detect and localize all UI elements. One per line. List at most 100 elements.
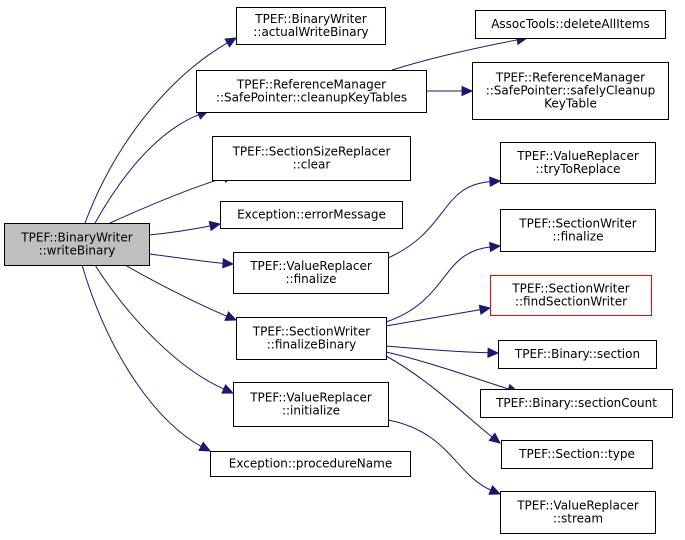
edge-arrowhead	[198, 441, 212, 452]
node-label-line: TPEF::ValueReplacer	[516, 499, 639, 513]
node-label-line: AssocTools::deleteAllItems	[491, 17, 650, 31]
node-writeBinary[interactable]: TPEF::BinaryWriter::writeBinary	[4, 223, 150, 266]
edge-arrowhead	[478, 304, 492, 315]
node-label-line: TPEF::ValueReplacer	[249, 259, 372, 273]
node-box	[501, 440, 653, 469]
edge-writeBinary-to-finalizeBinary	[124, 264, 238, 321]
edge-line	[385, 351, 510, 390]
node-box	[236, 317, 387, 360]
node-box	[196, 70, 427, 113]
node-box	[212, 136, 411, 181]
edge-finalizeBinary-to-binarySection	[385, 345, 500, 358]
edges-layer	[81, 34, 529, 495]
node-sectionSizeClear[interactable]: TPEF::SectionSizeReplacer::clear	[212, 136, 411, 181]
edge-arrowhead	[488, 432, 501, 444]
edge-line	[387, 419, 492, 491]
edge-cleanupKeyTables-to-safelyCleanupKeyTable	[426, 85, 474, 97]
edge-finalizeBinary-to-findSectionWriter	[385, 304, 492, 327]
node-label-line: TPEF::SectionWriter	[511, 282, 629, 296]
node-label-line: ::SafePointer::safelyCleanup	[486, 84, 656, 98]
edge-line	[94, 113, 200, 224]
node-label-line: TPEF::ReferenceManager	[495, 71, 645, 85]
node-box	[220, 201, 403, 229]
edge-valueReplacerInitialize-to-valueReplacerStream	[387, 419, 502, 495]
node-box	[475, 10, 666, 39]
node-errorMessage[interactable]: Exception::errorMessage	[220, 201, 403, 229]
node-procedureName[interactable]: Exception::procedureName	[210, 451, 411, 477]
node-label-line: ::actualWriteBinary	[253, 25, 368, 39]
edge-line	[84, 42, 229, 224]
node-box	[210, 451, 411, 477]
edge-arrowhead	[224, 37, 238, 48]
node-label-line: ::stream	[553, 512, 603, 526]
node-box	[4, 223, 150, 266]
edge-line	[94, 264, 225, 390]
node-box	[233, 252, 389, 294]
edge-arrowhead	[489, 176, 502, 187]
node-label-line: ::finalizeBinary	[267, 338, 357, 352]
node-label-line: ::SafePointer::cleanupKeyTables	[216, 91, 407, 105]
node-label-line: TPEF::ReferenceManager	[236, 78, 386, 92]
node-label-line: TPEF::ValueReplacer	[516, 149, 639, 163]
node-safelyCleanupKeyTable[interactable]: TPEF::ReferenceManager::SafePointer::saf…	[472, 62, 669, 120]
edge-valueReplacerFinalize-to-tryToReplace	[387, 176, 502, 259]
edge-line	[109, 177, 226, 224]
edge-arrowhead	[222, 257, 235, 269]
node-valueReplacerFinalize[interactable]: TPEF::ValueReplacer::finalize	[233, 252, 389, 294]
node-label-line: KeyTable	[544, 97, 597, 111]
edge-line	[124, 264, 228, 317]
edge-writeBinary-to-errorMessage	[148, 220, 222, 236]
node-label-line: TPEF::Binary::sectionCount	[495, 396, 657, 410]
node-label-line: Exception::errorMessage	[237, 208, 386, 222]
edge-writeBinary-to-actualWriteBinary	[84, 37, 238, 224]
edge-arrowhead	[487, 347, 500, 358]
nodes-layer: TPEF::BinaryWriter::writeBinaryTPEF::Bin…	[4, 7, 673, 534]
node-valueReplacerStream[interactable]: TPEF::ValueReplacer::stream	[500, 491, 656, 534]
edge-line	[148, 225, 212, 236]
node-label-line: ::findSectionWriter	[515, 295, 627, 309]
node-box	[500, 142, 656, 184]
node-findSectionWriter[interactable]: TPEF::SectionWriter::findSectionWriter	[490, 275, 652, 316]
edge-arrowhead	[488, 485, 502, 495]
edge-line	[387, 181, 492, 259]
node-actualWriteBinary[interactable]: TPEF::BinaryWriter::actualWriteBinary	[236, 7, 386, 45]
edge-writeBinary-to-valueReplacerFinalize	[148, 253, 235, 269]
node-sectionWriterFinalize[interactable]: TPEF::SectionWriter::finalize	[500, 209, 656, 252]
node-label-line: ::finalize	[553, 230, 604, 244]
node-tryToReplace[interactable]: TPEF::ValueReplacer::tryToReplace	[500, 142, 656, 184]
node-label-line: ::tryToReplace	[536, 162, 621, 176]
edge-arrowhead	[461, 85, 474, 97]
node-box	[233, 382, 389, 427]
node-binarySectionCount[interactable]: TPEF::Binary::sectionCount	[480, 389, 673, 418]
node-label-line: TPEF::BinaryWriter	[254, 12, 366, 26]
node-label-line: TPEF::Section::type	[518, 447, 635, 461]
node-label-line: TPEF::SectionSizeReplacer	[232, 145, 391, 159]
node-cleanupKeyTables[interactable]: TPEF::ReferenceManager::SafePointer::cle…	[196, 70, 427, 113]
edge-finalizeBinary-to-sectionType	[385, 355, 501, 444]
node-binarySection[interactable]: TPEF::Binary::section	[498, 340, 657, 369]
node-label-line: Exception::procedureName	[229, 457, 392, 471]
edge-arrowhead	[489, 241, 502, 253]
node-label-line: TPEF::Binary::section	[514, 347, 640, 361]
node-box	[236, 7, 386, 45]
node-label-line: ::finalize	[286, 272, 337, 286]
node-box	[498, 340, 657, 369]
node-label-line: ::clear	[293, 158, 331, 172]
node-label-line: TPEF::SectionWriter	[518, 217, 636, 231]
edge-arrowhead	[224, 311, 238, 321]
node-box	[490, 275, 652, 316]
node-box	[500, 209, 656, 252]
node-valueReplacerInitialize[interactable]: TPEF::ValueReplacer::initialize	[233, 382, 389, 427]
edge-writeBinary-to-valueReplacerInitialize	[94, 264, 235, 394]
node-label-line: ::writeBinary	[39, 244, 116, 258]
node-label-line: TPEF::ValueReplacer	[249, 391, 372, 405]
node-deleteAllItems[interactable]: AssocTools::deleteAllItems	[475, 10, 666, 39]
edge-writeBinary-to-procedureName	[81, 264, 212, 452]
node-label-line: TPEF::SectionWriter	[252, 325, 370, 339]
edge-writeBinary-to-cleanupKeyTables	[94, 109, 210, 224]
node-sectionType[interactable]: TPEF::Section::type	[501, 440, 653, 469]
node-finalizeBinary[interactable]: TPEF::SectionWriter::finalizeBinary	[236, 317, 387, 360]
edge-line	[385, 345, 490, 354]
node-label-line: TPEF::BinaryWriter	[20, 231, 132, 245]
